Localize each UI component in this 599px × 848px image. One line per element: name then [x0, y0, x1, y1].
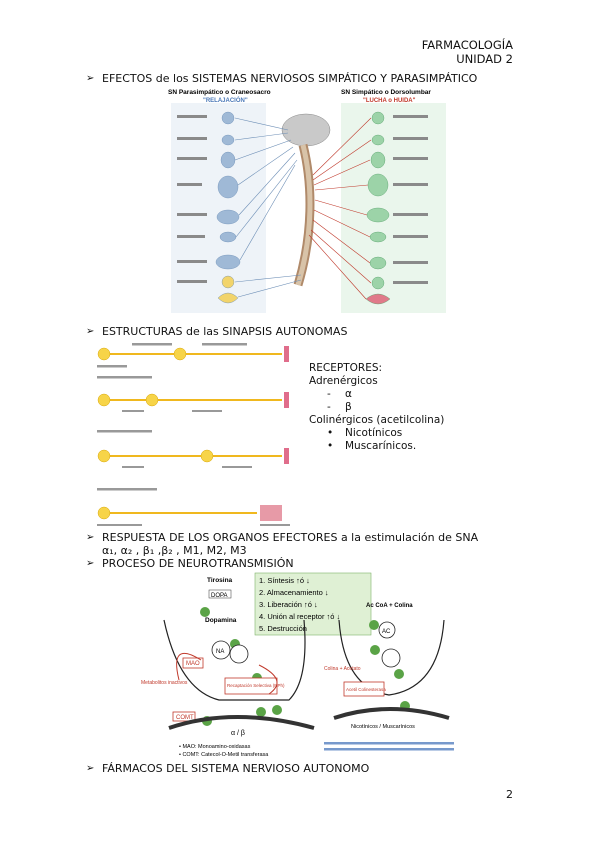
neuron-axons	[102, 353, 282, 514]
postsynaptic-membrane-cholinergic	[333, 707, 450, 720]
cholinergic-terminal	[338, 619, 445, 696]
ache-box	[343, 681, 385, 697]
sympathetic-organs	[365, 111, 391, 305]
section-title: ESTRUCTURAS de las SINAPSIS AUTONOMAS	[102, 325, 348, 338]
cholinergic-label: Colinérgicos (acetilcolina)	[309, 414, 445, 426]
section-title: RESPUESTA DE LOS ORGANOS EFECTORES a la …	[102, 531, 479, 544]
mao-label: MAO	[186, 661, 200, 667]
subject-header: FARMACOLOGÍA	[421, 38, 513, 52]
recapture-label: Recaptación Selectiva (NPh)	[227, 683, 285, 688]
recapture-box	[224, 677, 278, 695]
beta-item: -β	[327, 401, 352, 413]
autonomic-nervous-system-diagram: SN Parasimpático o Craneosacro "RELAJACI…	[163, 85, 453, 315]
dopa-label: DOPA	[211, 593, 228, 599]
arrow-bullet-icon: ➢	[86, 763, 95, 774]
parasympathetic-nerves	[234, 117, 302, 298]
section-heading: ➢ FÁRMACOS DEL SISTEMA NERVIOSO AUTONOMO	[86, 762, 369, 775]
step-destruction: 5. Destrucción	[259, 624, 307, 633]
muscarinic-item: •Muscarínicos.	[327, 440, 417, 452]
nicotinic-muscarinic-label: Nicotínicos / Muscarínicos	[351, 724, 415, 730]
adrenergic-terminal	[163, 619, 306, 701]
step-storage: 2. Almacenamiento ↓	[259, 588, 329, 597]
autonomic-synapse-diagram	[92, 338, 302, 528]
step-binding: 4. Unión al receptor ↑ó ↓	[259, 612, 340, 621]
comt-legend: • COMT: Catecol-O-Metil transferasa	[179, 752, 269, 758]
parasympathetic-title: SN Parasimpático o Craneosacro	[168, 89, 271, 96]
steps-box	[254, 572, 372, 636]
reuptake-arrows	[176, 652, 278, 695]
effector-tissue	[260, 346, 289, 521]
parasympathetic-subtitle: "RELAJACIÓN"	[203, 96, 248, 104]
source-link-placeholder	[324, 748, 454, 751]
step-release: 3. Liberación ↑ó ↓	[259, 600, 318, 609]
section-heading: ➢ RESPUESTA DE LOS ORGANOS EFECTORES a l…	[86, 531, 478, 544]
step-synthesis: 1. Síntesis ↑ó ↓	[259, 576, 310, 585]
dopamine-label: Dopamina	[205, 617, 237, 624]
organ-caption-placeholders	[177, 115, 428, 284]
arrow-bullet-icon: ➢	[86, 326, 95, 337]
vesicle	[381, 648, 401, 668]
neuron-cell-bodies	[97, 347, 214, 520]
arrow-bullet-icon: ➢	[86, 73, 95, 84]
comt-box	[172, 711, 196, 722]
page-number: 2	[506, 788, 513, 801]
alpha-item: -α	[327, 388, 352, 400]
arrow-bullet-icon: ➢	[86, 532, 95, 543]
section-heading: ➢ PROCESO DE NEUROTRANSMISIÓN	[86, 557, 294, 570]
vesicle	[211, 640, 231, 660]
ache-label: Acetil Colinesterasa	[346, 687, 386, 692]
unit-header: UNIDAD 2	[456, 52, 513, 66]
na-label: NA	[216, 649, 224, 655]
sympathetic-subtitle: "LUCHA o HUIDA"	[363, 98, 416, 104]
section-heading: ➢ ESTRUCTURAS de las SINAPSIS AUTONOMAS	[86, 325, 347, 338]
arrow-bullet-icon: ➢	[86, 558, 95, 569]
sympathetic-title: SN Simpático o Dorsolumbar	[341, 89, 431, 96]
neurotransmission-diagram: 1. Síntesis ↑ó ↓ 2. Almacenamiento ↓ 3. …	[139, 570, 457, 760]
source-link-placeholder	[324, 742, 454, 745]
sympathetic-nerves	[308, 117, 372, 300]
acoa-label: Ac CoA + Colina	[366, 603, 413, 609]
nicotinic-item: •Nicotínicos	[327, 427, 403, 439]
comt-label: COMT	[176, 715, 194, 721]
vesicle	[229, 644, 249, 664]
parasympathetic-organs	[215, 111, 241, 304]
section-title: EFECTOS de los SISTEMAS NERVIOSOS SIMPÁT…	[102, 72, 478, 85]
adrenergic-label: Adrenérgicos	[309, 375, 378, 387]
tyrosine-label: Tirosina	[207, 577, 233, 584]
receptors-title: RECEPTORES:	[309, 362, 383, 374]
brain-illustration	[281, 113, 331, 147]
section-title: PROCESO DE NEUROTRANSMISIÓN	[102, 557, 294, 570]
receptors-list: RECEPTORES: Adrenérgicos -α -β Colinérgi…	[309, 362, 444, 453]
synapse-caption-placeholders	[97, 343, 290, 526]
metabolites-label: Metabolitos inactivos	[141, 680, 188, 686]
choline-acetate-label: Colina + Acetato	[324, 666, 361, 672]
ac-label: AC	[382, 629, 391, 635]
section-title: FÁRMACOS DEL SISTEMA NERVIOSO AUTONOMO	[102, 762, 370, 775]
receptor-subtypes: α₁, α₂ , β₁ ,β₂ , M1, M2, M3	[102, 544, 247, 557]
postsynaptic-membrane	[168, 715, 315, 730]
mao-box	[182, 657, 204, 669]
section-heading: ➢ EFECTOS de los SISTEMAS NERVIOSOS SIMP…	[86, 72, 477, 85]
alpha-beta-label: α / β	[231, 730, 245, 737]
mao-legend: • MAO: Monoamino-oxidasas	[179, 744, 251, 750]
